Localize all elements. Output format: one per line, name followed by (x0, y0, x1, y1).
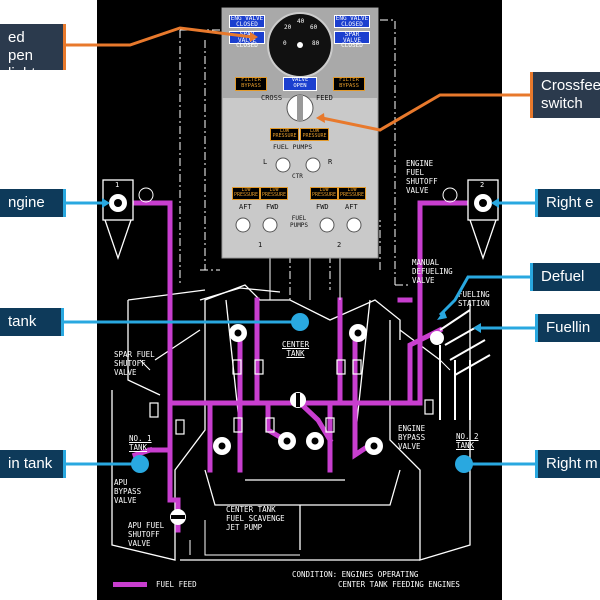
callout-valve-closed-open-light: ed pen light (0, 24, 66, 70)
callout-left-main-tank: in tank (0, 450, 66, 478)
engine-left (102, 179, 154, 261)
callout-right-engine: Right e (535, 189, 600, 217)
callout-left-engine: ngine (0, 189, 66, 217)
callout-right-main-tank: Right m (535, 450, 600, 478)
check-valves (149, 359, 434, 435)
tank-outlines (111, 284, 471, 561)
callout-center-tank: tank (0, 308, 64, 336)
fuel-pumps-schematic (170, 324, 444, 525)
crossfeed-switch-knob (297, 95, 303, 121)
pump-switches[interactable] (235, 157, 362, 233)
engine-right (442, 179, 499, 261)
callout-crossfeed-switch: Crossfee switch (530, 72, 600, 118)
callout-fuelling: Fuellin (535, 314, 600, 342)
fueling-station-manifold (439, 309, 491, 420)
white-pipes (139, 240, 451, 556)
legend-swatch (113, 582, 147, 587)
callout-defuel: Defuel (530, 263, 600, 291)
